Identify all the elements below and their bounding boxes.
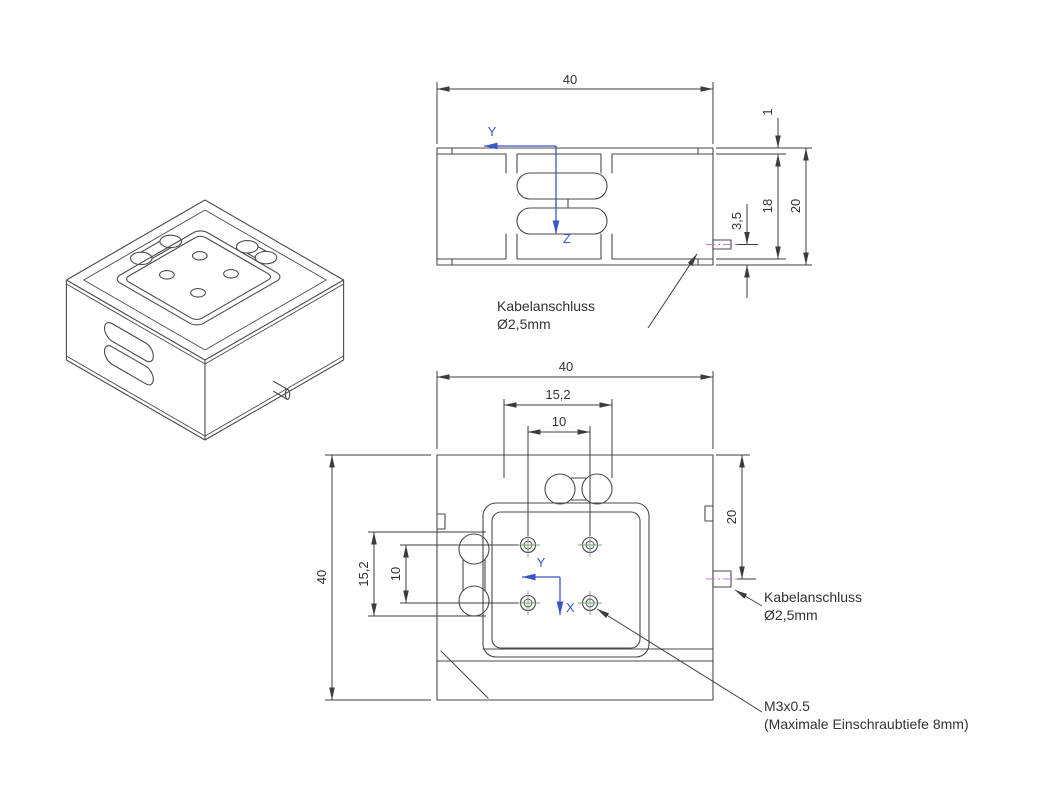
top-cable-leader <box>734 589 763 607</box>
top-cable-label-line1: Kabelanschluss <box>764 589 862 605</box>
front-body <box>436 147 714 266</box>
hole-centermark <box>516 591 540 615</box>
top-dim-width: 40 <box>559 359 573 374</box>
front-axis-z-label: Z <box>563 231 571 246</box>
isometric-view <box>65 199 345 441</box>
iso-plate-edge-lines <box>205 284 344 436</box>
top-body <box>436 454 714 701</box>
front-view: 40 1 3,5 18 20 Y Z Kabelanschluss Ø2,5mm <box>436 72 812 332</box>
iso-groove-outline <box>113 229 284 328</box>
iso-screw-hole <box>189 250 210 262</box>
hole-centermark <box>516 533 540 557</box>
top-extension-lines <box>325 371 756 701</box>
screw-hole <box>516 591 540 615</box>
top-dim-hole-spacing-v: 10 <box>388 567 403 581</box>
iso-center-plate <box>124 235 274 322</box>
front-extension-lines <box>436 82 812 266</box>
iso-screw-hole <box>157 269 178 281</box>
iso-bone-cutout-left <box>126 250 156 268</box>
iso-bone-neck-top <box>247 247 266 258</box>
top-dim-slot-span-v: 15,2 <box>356 561 371 586</box>
front-cable-label-line1: Kabelanschluss <box>497 298 595 314</box>
iso-top-frame-line <box>84 210 326 350</box>
front-cable-label-line2: Ø2,5mm <box>497 316 551 332</box>
iso-screw-hole <box>188 287 209 299</box>
hole-centermark <box>578 591 602 615</box>
iso-flexure-slot <box>105 342 154 388</box>
iso-screw-hole <box>221 268 242 280</box>
iso-left-face <box>66 284 205 436</box>
top-axis-y-label: Y <box>537 555 546 570</box>
top-axis-x-label: X <box>566 600 575 615</box>
iso-bone-neck-left <box>141 241 171 258</box>
front-dim-inner-height: 18 <box>760 199 775 213</box>
top-dim-cable-offset: 20 <box>724 510 739 524</box>
iso-flexure-slot <box>105 319 154 365</box>
iso-bone-cutout-top <box>232 238 262 256</box>
iso-plate-edge-lines <box>66 284 205 436</box>
iso-bone-cutout-left <box>155 233 185 251</box>
top-dim-height: 40 <box>314 570 329 584</box>
thread-label-line1: M3x0.5 <box>764 698 810 714</box>
front-dim-plate: 1 <box>760 108 775 115</box>
top-center-plate <box>491 511 641 649</box>
front-dim-total-height: 20 <box>788 199 803 213</box>
iso-cable-end-cap <box>284 388 291 400</box>
top-bone-cutout <box>544 473 576 505</box>
top-bone-neck <box>569 477 588 501</box>
iso-body-edges <box>65 279 345 441</box>
front-dim-width: 40 <box>563 72 577 87</box>
front-axis-y-label: Y <box>488 124 497 139</box>
hole-centermark <box>578 533 602 557</box>
top-groove-outline <box>482 502 650 658</box>
screw-hole <box>578 591 602 615</box>
top-cable-label-line2: Ø2,5mm <box>764 607 818 623</box>
top-bone-cutout <box>581 473 613 505</box>
iso-top-face <box>84 210 326 350</box>
front-dim-cable-height: 3,5 <box>729 212 744 230</box>
top-dim-slot-span: 15,2 <box>545 387 570 402</box>
left-bone-cutout <box>458 533 490 565</box>
front-flexure-slots <box>516 172 608 235</box>
top-view: 40 15,2 10 40 15,2 10 20 Y X Kabelanschl… <box>314 359 969 732</box>
iso-right-face <box>205 284 344 436</box>
thread-leader <box>596 608 763 713</box>
iso-bone-cutout-top <box>251 249 281 267</box>
thread-label-line2: (Maximale Einschraubtiefe 8mm) <box>764 716 969 732</box>
top-dim-hole-spacing: 10 <box>552 414 566 429</box>
iso-cable-connector <box>273 380 289 400</box>
left-bone-neck <box>462 558 486 592</box>
screw-hole <box>516 533 540 557</box>
screw-hole <box>578 533 602 557</box>
front-cable-leader <box>647 253 698 329</box>
